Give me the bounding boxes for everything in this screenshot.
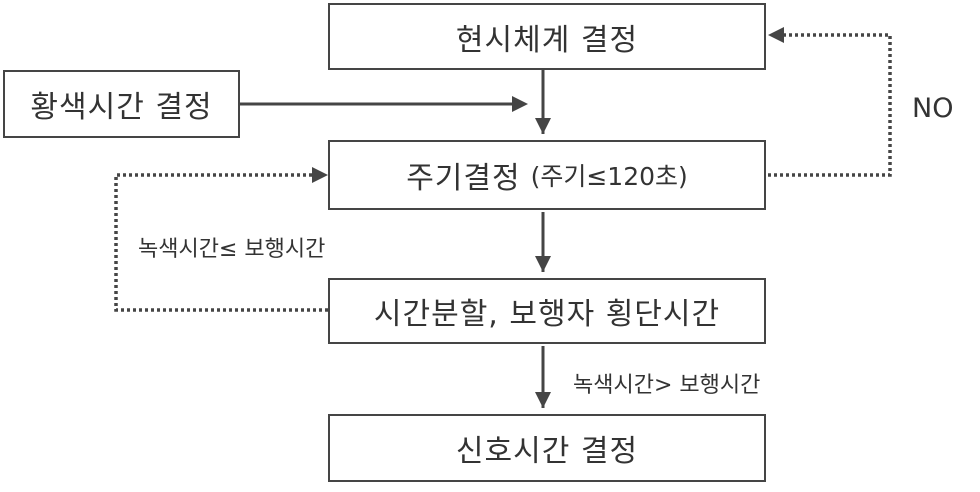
split-box: 시간분할, 보행자 횡단시간 xyxy=(328,278,766,344)
split-label: 시간분할, 보행자 횡단시간 xyxy=(373,297,721,332)
yellow-time-label: 황색시간 결정 xyxy=(30,90,213,125)
arrowhead-no-loop xyxy=(768,27,784,43)
yellow-time-box: 황색시간 결정 xyxy=(3,70,240,138)
cycle-condition-label: (주기≤120초) xyxy=(530,162,688,191)
arrowhead-split-to-signal xyxy=(535,392,551,408)
arrowhead-display-to-cycle xyxy=(535,118,551,134)
green-le-ped-label: 녹색시간≤ 보행시간 xyxy=(138,237,326,262)
arrowhead-left-loop xyxy=(312,167,328,183)
display-system-box: 현시체계 결정 xyxy=(328,3,766,70)
display-system-label: 현시체계 결정 xyxy=(455,22,639,58)
dotted-left-loop xyxy=(114,173,328,312)
arrowhead-cycle-to-split xyxy=(535,256,551,272)
green-gt-ped-label: 녹색시간> 보행시간 xyxy=(573,373,761,398)
dotted-no-loop xyxy=(768,33,892,177)
cycle-box: 주기결정 (주기≤120초) xyxy=(328,140,766,210)
cycle-label: 주기결정 xyxy=(406,161,521,196)
signal-time-box: 신호시간 결정 xyxy=(328,414,766,482)
signal-time-label: 신호시간 결정 xyxy=(455,434,639,469)
no-label: NO xyxy=(912,93,954,124)
arrowhead-yellow-to-flow xyxy=(512,96,528,112)
